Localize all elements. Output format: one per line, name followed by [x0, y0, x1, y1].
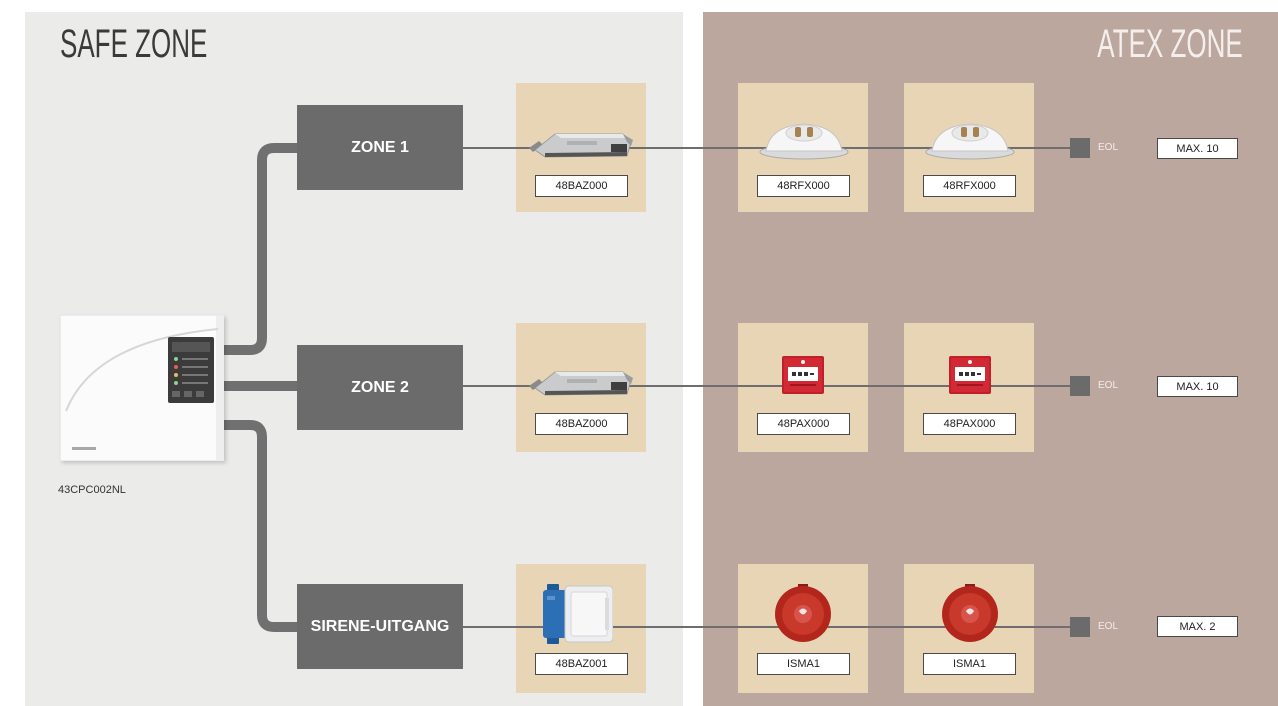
barrier-interface-module-icon — [527, 364, 635, 398]
device-label: 48BAZ000 — [535, 175, 628, 197]
barrier-interface-module-icon — [527, 126, 635, 160]
smoke-detector-icon — [758, 116, 850, 160]
siren-icon — [772, 584, 834, 642]
smoke-detector-icon — [924, 116, 1016, 160]
eol-label: EOL — [1098, 142, 1118, 154]
eol-label: EOL — [1098, 621, 1118, 633]
device-label: 48PAX000 — [923, 413, 1016, 435]
controller-label: 43CPC002NL — [58, 484, 126, 496]
zone-box-label: SIRENE-UITGANG — [311, 618, 450, 636]
manual-call-point-icon — [782, 352, 824, 394]
sounder-interface-module-icon — [543, 584, 613, 644]
device-label: ISMA1 — [757, 653, 850, 675]
zone-box-zone-2: ZONE 2 — [297, 345, 463, 430]
fire-alarm-control-panel-icon — [60, 315, 224, 461]
trunk-line-zone-1 — [224, 148, 300, 350]
end-of-line-terminator — [1070, 138, 1090, 158]
device-label: ISMA1 — [923, 653, 1016, 675]
max-devices-box: MAX. 10 — [1157, 376, 1238, 397]
max-devices-box: MAX. 10 — [1157, 138, 1238, 159]
zone-box-sirene-output: SIRENE-UITGANG — [297, 584, 463, 669]
zone-box-label: ZONE 2 — [351, 379, 409, 397]
trunk-line-sirene — [224, 425, 300, 627]
eol-label: EOL — [1098, 380, 1118, 392]
zone-box-zone-1: ZONE 1 — [297, 105, 463, 190]
device-label: 48BAZ000 — [535, 413, 628, 435]
device-label: 48PAX000 — [757, 413, 850, 435]
siren-icon — [939, 584, 1001, 642]
device-label: 48BAZ001 — [535, 653, 628, 675]
max-devices-box: MAX. 2 — [1157, 616, 1238, 637]
device-label: 48RFX000 — [923, 175, 1016, 197]
end-of-line-terminator — [1070, 617, 1090, 637]
zone-box-label: ZONE 1 — [351, 139, 409, 157]
device-label: 48RFX000 — [757, 175, 850, 197]
manual-call-point-icon — [949, 352, 991, 394]
end-of-line-terminator — [1070, 376, 1090, 396]
